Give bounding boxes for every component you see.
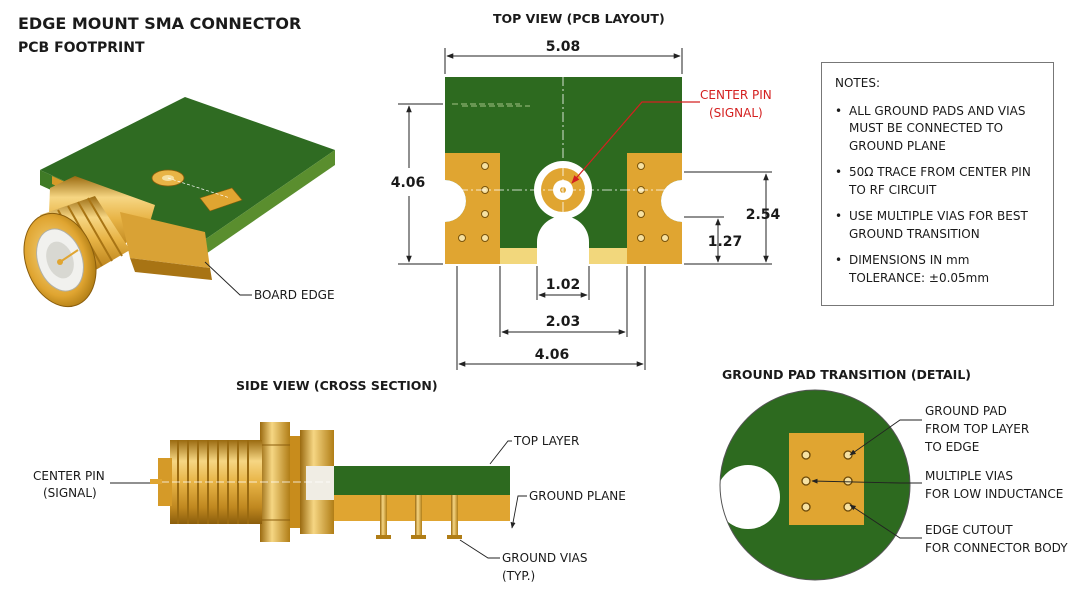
detail-circle-outline [719,389,911,581]
side-pcb-top-layer [300,466,510,495]
ground-vias-label-line2: (TYP.) [502,569,535,583]
detail-cutout-line2: FOR CONNECTOR BODY [925,541,1068,555]
side-center-pin-line2: (SIGNAL) [43,486,97,500]
top-layer-label: TOP LAYER [513,434,579,448]
top-view-heading: TOP VIEW (PCB LAYOUT) [493,11,665,26]
notes-list: ALL GROUND PADS AND VIAS MUST BE CONNECT… [835,103,1043,288]
ground-vias-leader [459,539,500,559]
dim-right-short: 1.27 [708,234,743,250]
note-item: 50Ω TRACE FROM CENTER PIN TO RF CIRCUIT [835,164,1043,199]
dim-right-tall: 2.54 [746,207,781,223]
detail-pad-line3: TO EDGE [924,440,979,454]
dim-bottom-1: 1.02 [546,277,581,293]
ground-plane-label: GROUND PLANE [529,489,626,503]
top-view: TOP VIEW (PCB LAYOUT) [391,11,781,370]
center-pin-callout-line1: CENTER PIN [700,88,772,102]
top-layer-leader [489,440,512,465]
detail-pad-line1: GROUND PAD [925,404,1007,418]
note-item: DIMENSIONS IN mm TOLERANCE: ±0.05mm [835,252,1043,287]
detail-vias-line2: FOR LOW INDUCTANCE [925,487,1063,501]
notes-box: NOTES: ALL GROUND PADS AND VIAS MUST BE … [821,62,1054,306]
detail-pad-leader [849,419,922,456]
pcb-board-top [40,97,335,243]
diagram-title: EDGE MOUNT SMA CONNECTOR [18,14,301,33]
detail-vias-leader [811,478,922,484]
note-item: USE MULTIPLE VIAS FOR BEST GROUND TRANSI… [835,208,1043,243]
detail-vias-line1: MULTIPLE VIAS [925,469,1013,483]
side-ground-vias [376,495,462,539]
side-center-pin-line1: CENTER PIN [33,469,105,483]
ground-plane-leader [510,495,527,529]
notes-heading: NOTES: [835,76,880,90]
diagram-subtitle: PCB FOOTPRINT [18,40,145,56]
side-view: SIDE VIEW (CROSS SECTION) [33,378,626,583]
center-pin-callout-line2: (SIGNAL) [709,106,763,120]
board-edge-label: BOARD EDGE [254,288,335,302]
dim-bottom-3: 4.06 [535,347,570,363]
detail-pad-line2: FROM TOP LAYER [925,422,1029,436]
side-view-heading: SIDE VIEW (CROSS SECTION) [236,378,438,393]
note-item: ALL GROUND PADS AND VIAS MUST BE CONNECT… [835,103,1043,156]
detail-view: GROUND PAD TRANSITION (DETAIL) GROUND PA… [719,367,1068,581]
iso-ground-pad [199,187,243,212]
center-pin-callout-leader [571,101,700,184]
detail-cutout-leader [849,504,922,539]
detail-cutout-line1: EDGE CUTOUT [925,523,1013,537]
dim-height: 4.06 [391,175,426,191]
dim-bottom-2: 2.03 [546,314,581,330]
detail-ground-pad [789,433,864,525]
side-ground-plane [300,495,510,521]
board-edge-leader [204,261,252,296]
isometric-view: BOARD EDGE [23,97,335,308]
detail-heading: GROUND PAD TRANSITION (DETAIL) [722,367,971,382]
dim-width-top: 5.08 [546,39,581,55]
ground-vias-label-line1: GROUND VIAS [502,551,587,565]
